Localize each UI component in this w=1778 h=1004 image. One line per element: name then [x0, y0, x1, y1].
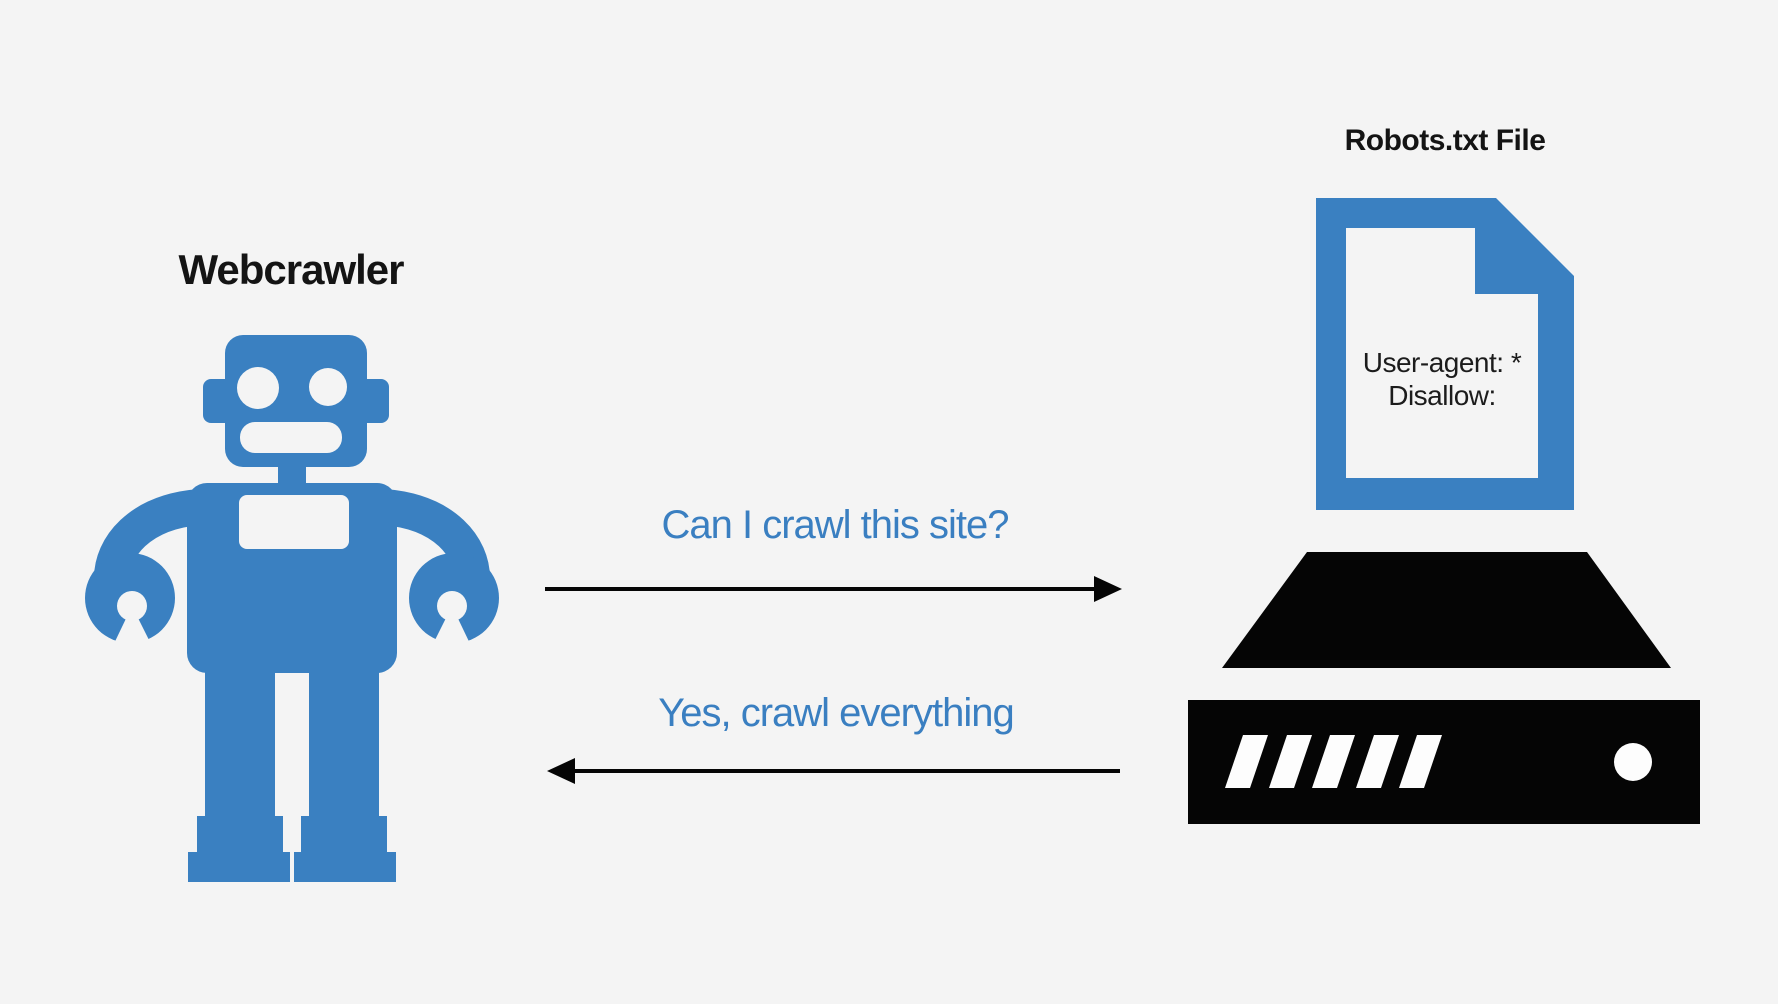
server-lid — [1222, 552, 1671, 668]
disallow-line: Disallow: — [1388, 380, 1496, 411]
robot-eye-right — [309, 368, 347, 406]
robot-foot-right — [294, 852, 396, 882]
robot-icon — [85, 335, 499, 882]
robot-claw-left-notch — [110, 606, 154, 652]
robot-eye-left — [237, 367, 279, 409]
response-message: Yes, crawl everything — [658, 691, 1014, 735]
server-vent-stripe — [1269, 735, 1312, 788]
robot-leg-left — [205, 670, 275, 826]
user-agent-line: User-agent: * — [1362, 347, 1522, 378]
arrow-left-head — [547, 758, 575, 784]
robot-ankle-right — [301, 816, 387, 856]
webcrawler-label: Webcrawler — [178, 246, 405, 293]
request-message: Can I crawl this site? — [661, 503, 1009, 547]
arrow-right-head — [1094, 576, 1122, 602]
robot-claw-right-notch — [430, 606, 474, 652]
server-vent-stripe — [1399, 735, 1442, 788]
server-vent-stripe — [1312, 735, 1355, 788]
robot-chest-panel — [239, 495, 349, 549]
robot-leg-right — [309, 670, 379, 826]
arrow-left-icon — [547, 758, 1120, 784]
robot-mouth — [240, 422, 342, 453]
robots-file-label: Robots.txt File — [1344, 124, 1546, 157]
robots-txt-content: User-agent: * Disallow: — [1342, 346, 1542, 412]
server-icon — [1188, 552, 1700, 824]
server-vent-stripe — [1225, 735, 1268, 788]
robot-ankle-left — [197, 816, 283, 856]
server-vent-stripe — [1356, 735, 1399, 788]
document-page — [1346, 228, 1538, 478]
document-icon — [1316, 198, 1574, 510]
arrow-right-icon — [545, 576, 1122, 602]
robot-foot-left — [188, 852, 290, 882]
server-power-light — [1614, 743, 1652, 781]
